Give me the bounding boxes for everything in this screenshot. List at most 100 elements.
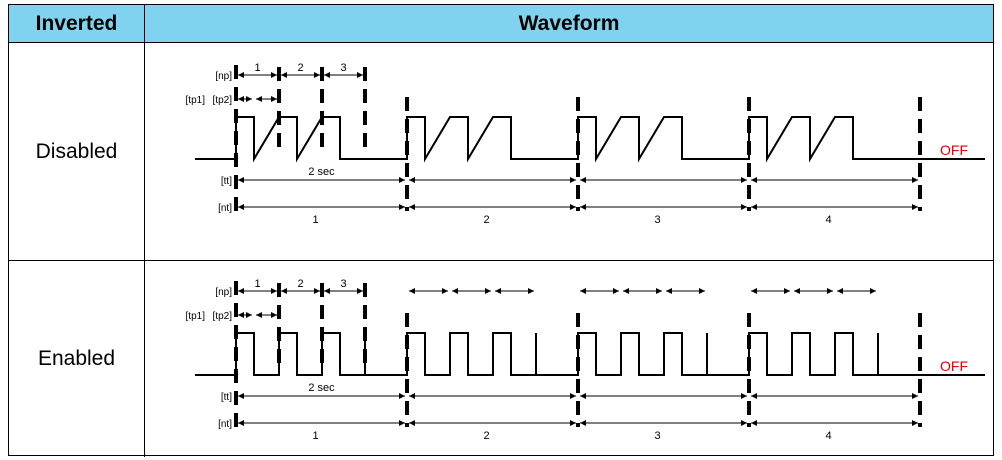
disabled-cycle-number-2: 3 <box>654 214 660 226</box>
enabled-np-dim-c3-0-head-left <box>751 288 757 294</box>
enabled-np-dim-2-head-right <box>357 288 363 294</box>
enabled-tt-dim-1-head-left <box>409 393 415 399</box>
enabled-tt-dim-3-head-left <box>751 393 757 399</box>
disabled-nt-dim-0-head-right <box>399 204 405 210</box>
enabled-tt-dim-3-head-right <box>912 393 918 399</box>
disabled-tp1-dim-head-left <box>238 96 244 102</box>
disabled-tt-dim-2-head-right <box>741 177 747 183</box>
disabled-pulse-number-2: 3 <box>340 62 346 74</box>
disabled-tp2-dim-head-left <box>256 96 262 102</box>
disabled-tt-dim-2-head-left <box>580 177 586 183</box>
disabled-pulse-number-1: 2 <box>297 62 303 74</box>
enabled-tp2-label: [tp2] <box>213 311 233 322</box>
header-inverted: Inverted <box>9 5 145 43</box>
enabled-tp2-dim-head-right <box>271 312 277 318</box>
disabled-np-label: [np] <box>215 71 232 82</box>
enabled-nt-dim-1-head-right <box>570 420 576 426</box>
enabled-tt-dim-1-head-right <box>570 393 576 399</box>
header-waveform: Waveform <box>145 5 993 43</box>
enabled-np-dim-c2-2-head-right <box>699 288 705 294</box>
enabled-np-dim-c2-0-head-right <box>613 288 619 294</box>
enabled-np-dim-0-head-right <box>271 288 277 294</box>
enabled-tp2-dim-head-left <box>256 312 262 318</box>
disabled-tt-dim-0-head-right <box>399 177 405 183</box>
enabled-np-dim-c2-1-head-right <box>656 288 662 294</box>
enabled-pulse-number-2: 3 <box>340 278 346 290</box>
enabled-cycle-number-0: 1 <box>312 430 318 442</box>
disabled-cycle-number-1: 2 <box>483 214 489 226</box>
enabled-off-label: OFF <box>940 358 968 374</box>
disabled-nt-dim-3-head-left <box>751 204 757 210</box>
disabled-tt-label: [tt] <box>221 176 232 187</box>
waveform-table: Inverted Waveform Disabled Enabled <box>8 4 994 457</box>
disabled-nt-dim-1-head-right <box>570 204 576 210</box>
enabled-np-dim-0-head-left <box>238 288 244 294</box>
disabled-nt-dim-1-head-left <box>409 204 415 210</box>
disabled-np-dim-2-head-left <box>324 72 330 78</box>
enabled-np-dim-c1-0-head-left <box>409 288 415 294</box>
enabled-pulse-number-0: 1 <box>254 278 260 290</box>
enabled-nt-dim-3-head-left <box>751 420 757 426</box>
enabled-np-dim-c1-1-head-left <box>452 288 458 294</box>
disabled-period-label: 2 sec <box>308 166 335 178</box>
enabled-np-dim-c3-0-head-right <box>784 288 790 294</box>
disabled-tp2-label: [tp2] <box>213 95 233 106</box>
enabled-nt-dim-2-head-left <box>580 420 586 426</box>
disabled-signal-waveform <box>195 116 985 163</box>
enabled-np-dim-2-head-left <box>324 288 330 294</box>
enabled-np-dim-c1-0-head-right <box>442 288 448 294</box>
disabled-np-dim-0-head-left <box>238 72 244 78</box>
enabled-nt-dim-3-head-right <box>912 420 918 426</box>
enabled-tt-label: [tt] <box>221 392 232 403</box>
enabled-np-dim-c2-0-head-left <box>580 288 586 294</box>
row-label-disabled: Disabled <box>9 43 145 260</box>
enabled-np-dim-c3-1-head-right <box>827 288 833 294</box>
enabled-np-dim-c1-1-head-right <box>485 288 491 294</box>
disabled-nt-dim-3-head-right <box>912 204 918 210</box>
enabled-period-label: 2 sec <box>308 382 335 394</box>
enabled-np-dim-c1-2-head-left <box>495 288 501 294</box>
disabled-nt-dim-2-head-right <box>741 204 747 210</box>
disabled-tt-dim-3-head-right <box>912 177 918 183</box>
enabled-np-dim-c3-1-head-left <box>794 288 800 294</box>
disabled-np-dim-0-head-right <box>271 72 277 78</box>
enabled-np-dim-1-head-left <box>281 288 287 294</box>
enabled-cycle-number-2: 3 <box>654 430 660 442</box>
enabled-np-dim-c2-2-head-left <box>666 288 672 294</box>
enabled-nt-dim-1-head-left <box>409 420 415 426</box>
disabled-np-dim-1-head-left <box>281 72 287 78</box>
enabled-nt-dim-2-head-right <box>741 420 747 426</box>
disabled-tt-dim-1-head-left <box>409 177 415 183</box>
enabled-tp1-dim-head-right <box>246 312 252 318</box>
enabled-nt-dim-0-head-left <box>238 420 244 426</box>
disabled-tp1-label: [tp1] <box>186 95 206 106</box>
enabled-cycle-number-3: 4 <box>825 430 831 442</box>
enabled-tp1-label: [tp1] <box>186 311 206 322</box>
enabled-nt-dim-0-head-right <box>399 420 405 426</box>
disabled-tt-dim-3-head-left <box>751 177 757 183</box>
enabled-nt-label: [nt] <box>218 419 232 430</box>
disabled-np-dim-1-head-right <box>314 72 320 78</box>
disabled-off-label: OFF <box>940 142 968 158</box>
enabled-np-label: [np] <box>215 287 232 298</box>
enabled-np-dim-1-head-right <box>314 288 320 294</box>
disabled-tp2-dim-head-right <box>271 96 277 102</box>
enabled-tt-dim-0-head-left <box>238 393 244 399</box>
disabled-nt-dim-2-head-left <box>580 204 586 210</box>
enabled-tp1-dim-head-left <box>238 312 244 318</box>
disabled-tt-dim-1-head-right <box>570 177 576 183</box>
disabled-cycle-number-3: 4 <box>825 214 831 226</box>
enabled-cycle-number-1: 2 <box>483 430 489 442</box>
enabled-np-dim-c3-2-head-left <box>837 288 843 294</box>
enabled-np-dim-c1-2-head-right <box>528 288 534 294</box>
disabled-tt-dim-0-head-left <box>238 177 244 183</box>
enabled-np-dim-c2-1-head-left <box>623 288 629 294</box>
enabled-pulse-number-1: 2 <box>297 278 303 290</box>
row-separator <box>9 260 993 261</box>
enabled-np-dim-c3-2-head-right <box>870 288 876 294</box>
disabled-cycle-number-0: 1 <box>312 214 318 226</box>
enabled-tt-dim-2-head-right <box>741 393 747 399</box>
disabled-nt-label: [nt] <box>218 203 232 214</box>
row-label-enabled: Enabled <box>9 260 145 457</box>
